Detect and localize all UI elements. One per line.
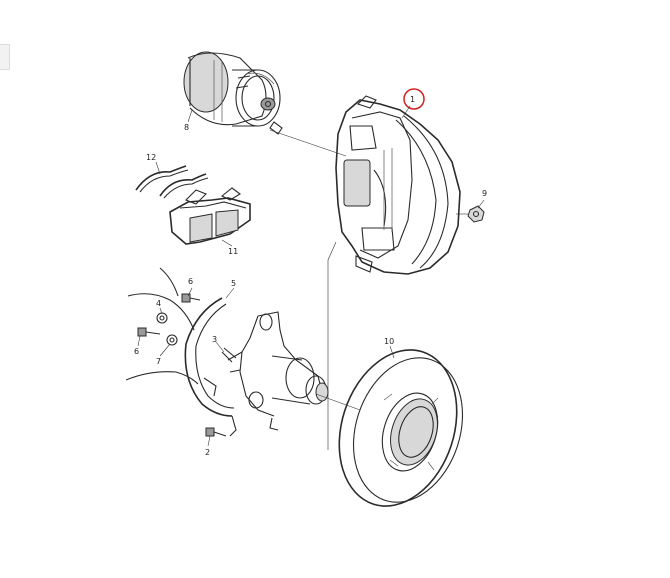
- washer-7: [166, 334, 178, 346]
- brake-pads: [169, 187, 251, 245]
- bolt-upper: [181, 293, 201, 303]
- callout-4: 4: [156, 299, 161, 308]
- callout-8: 8: [184, 123, 189, 132]
- brake-caliper: [335, 95, 461, 275]
- pad-springs: [135, 165, 209, 199]
- guide-lines: [269, 129, 468, 450]
- callout-labels: 1 2 3 4 5 6 6 7 8 9 10 11 12: [134, 95, 487, 457]
- callout-2: 2: [205, 448, 210, 457]
- callout-highlight-circle: [403, 88, 425, 110]
- hub-stud: [221, 347, 237, 363]
- steering-knuckle: [125, 267, 329, 431]
- brake-disc: [338, 349, 464, 507]
- callout-leaders: [137, 105, 485, 447]
- callout-6-upper: 6: [188, 277, 193, 286]
- side-panel-tab[interactable]: [0, 44, 10, 70]
- bolt-left: [137, 327, 161, 337]
- callout-12: 12: [146, 153, 156, 162]
- callout-5: 5: [231, 279, 236, 288]
- callout-9: 9: [482, 189, 487, 198]
- bolt-lower: [205, 427, 227, 437]
- washer-4: [156, 312, 168, 324]
- brake-chamber: [183, 51, 283, 135]
- callout-10: 10: [384, 337, 394, 346]
- callout-3: 3: [212, 335, 217, 344]
- callout-11: 11: [228, 247, 238, 256]
- dust-shield: [184, 297, 237, 437]
- callout-1: 1: [410, 95, 415, 104]
- callout-6-left: 6: [134, 347, 139, 356]
- caliper-nut: [467, 205, 485, 223]
- callout-7: 7: [156, 357, 161, 366]
